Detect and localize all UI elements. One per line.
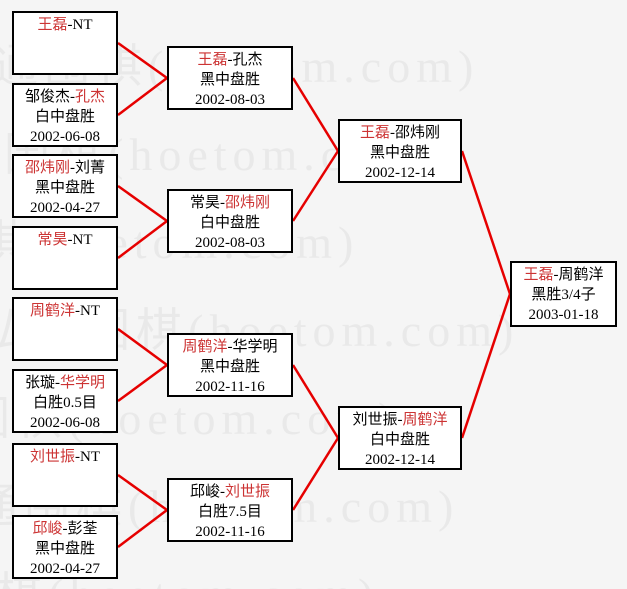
match-result (14, 321, 116, 341)
player-name: -彭荃 (62, 521, 98, 537)
match-date: 2002-04-27 (30, 200, 100, 216)
match-box-r2m3: 周鹤洋-华学明 黑中盘胜 2002-11-16 (167, 333, 293, 397)
player-name: 邹俊杰- (24, 89, 75, 105)
match-box-r1m2: 邹俊杰-孔杰 白中盘胜 2002-06-08 (12, 83, 118, 147)
player-name: -NT (75, 449, 100, 465)
winner-name: 王磊 (523, 267, 554, 283)
matchup: 王磊-孔杰 (169, 50, 291, 70)
player-name: 刘世振- (352, 412, 403, 428)
winner-name: 周鹤洋 (182, 339, 228, 355)
match-box-r1m6: 张璇-华学明 白胜0.5目 2002-06-08 (12, 369, 118, 433)
winner-name: 刘世振 (29, 449, 75, 465)
match-box-semifinal-2: 刘世振-周鹤洋 白中盘胜 2002-12-14 (338, 406, 462, 470)
match-box-r1m7: 刘世振-NT (12, 443, 118, 507)
player-name: -华学明 (227, 339, 278, 355)
player-name: -刘菁 (70, 160, 105, 176)
winner-name: 孔杰 (74, 89, 105, 105)
player-name: 常昊- (189, 195, 225, 211)
match-result: 黑胜3/4子 (531, 287, 596, 303)
match-result: 黑中盘胜 (34, 541, 95, 557)
matchup: 邵炜刚-刘菁 (14, 158, 116, 178)
winner-name: 刘世振 (224, 484, 270, 500)
winner-name: 邵炜刚 (224, 195, 270, 211)
winner-name: 王磊 (197, 52, 228, 68)
winner-name: 邵炜刚 (24, 160, 70, 176)
match-box-final: 王磊-周鹤洋 黑胜3/4子 2003-01-18 (510, 261, 617, 327)
matchup: 王磊-周鹤洋 (512, 265, 615, 285)
match-box-r1m1: 王磊-NT (12, 11, 118, 75)
winner-name: 周鹤洋 (29, 303, 75, 319)
winner-name: 常昊 (37, 232, 68, 248)
player-name: -邵炜刚 (390, 125, 440, 141)
match-result (14, 467, 116, 487)
player-name: -NT (75, 303, 100, 319)
match-date (14, 487, 116, 507)
match-date (14, 270, 116, 290)
matchup: 王磊-NT (14, 15, 116, 35)
matchup: 常昊-NT (14, 230, 116, 250)
matchup: 周鹤洋-华学明 (169, 337, 291, 357)
player-name: 邱峻- (189, 484, 225, 500)
matchup: 邱峻-刘世振 (169, 482, 291, 502)
matchup: 邹俊杰-孔杰 (14, 87, 116, 107)
matchup: 张璇-华学明 (14, 373, 116, 393)
match-result: 黑中盘胜 (369, 145, 430, 161)
match-date: 2002-12-14 (365, 452, 435, 468)
match-date: 2002-11-16 (195, 524, 265, 540)
match-date: 2002-04-27 (30, 561, 100, 577)
match-result: 白胜7.5目 (198, 504, 262, 520)
matchup: 王磊-邵炜刚 (340, 123, 460, 143)
match-box-r1m8: 邱峻-彭荃 黑中盘胜 2002-04-27 (12, 515, 118, 579)
match-box-semifinal-1: 王磊-邵炜刚 黑中盘胜 2002-12-14 (338, 119, 462, 183)
winner-name: 华学明 (59, 375, 105, 391)
match-result: 白中盘胜 (369, 432, 430, 448)
match-result: 黑中盘胜 (34, 180, 95, 196)
match-date: 2002-06-08 (30, 415, 100, 431)
match-result: 黑中盘胜 (199, 359, 260, 375)
player-name: -NT (67, 17, 93, 33)
match-box-r1m5: 周鹤洋-NT (12, 297, 118, 361)
match-result (14, 250, 116, 270)
player-name: -周鹤洋 (553, 267, 604, 283)
match-date: 2002-06-08 (30, 129, 100, 145)
match-result: 白中盘胜 (199, 215, 260, 231)
matchup: 刘世振-NT (14, 447, 116, 467)
match-box-r1m4: 常昊-NT (12, 226, 118, 290)
match-result: 白胜0.5目 (33, 395, 97, 411)
matchup: 常昊-邵炜刚 (169, 193, 291, 213)
matchup: 周鹤洋-NT (14, 301, 116, 321)
match-box-r1m3: 邵炜刚-刘菁 黑中盘胜 2002-04-27 (12, 154, 118, 218)
match-result: 白中盘胜 (34, 109, 95, 125)
match-box-r2m4: 邱峻-刘世振 白胜7.5目 2002-11-16 (167, 478, 293, 542)
matchup: 刘世振-周鹤洋 (340, 410, 460, 430)
match-date: 2003-01-18 (528, 307, 599, 323)
player-name: 张璇- (24, 375, 60, 391)
winner-name: 王磊 (359, 125, 390, 141)
player-name: -孔杰 (227, 52, 263, 68)
match-result: 黑中盘胜 (199, 72, 260, 88)
match-date (14, 341, 116, 361)
match-date: 2002-12-14 (365, 165, 435, 181)
match-date: 2002-08-03 (195, 235, 265, 251)
match-box-r2m1: 王磊-孔杰 黑中盘胜 2002-08-03 (167, 46, 293, 110)
match-date: 2002-11-16 (195, 379, 265, 395)
player-name: -NT (67, 232, 93, 248)
winner-name: 王磊 (37, 17, 68, 33)
matchup: 邱峻-彭荃 (14, 519, 116, 539)
match-result (14, 35, 116, 55)
winner-name: 周鹤洋 (402, 412, 448, 428)
winner-name: 邱峻 (32, 521, 63, 537)
match-box-r2m2: 常昊-邵炜刚 白中盘胜 2002-08-03 (167, 189, 293, 253)
match-date: 2002-08-03 (195, 92, 265, 108)
match-date (14, 55, 116, 75)
